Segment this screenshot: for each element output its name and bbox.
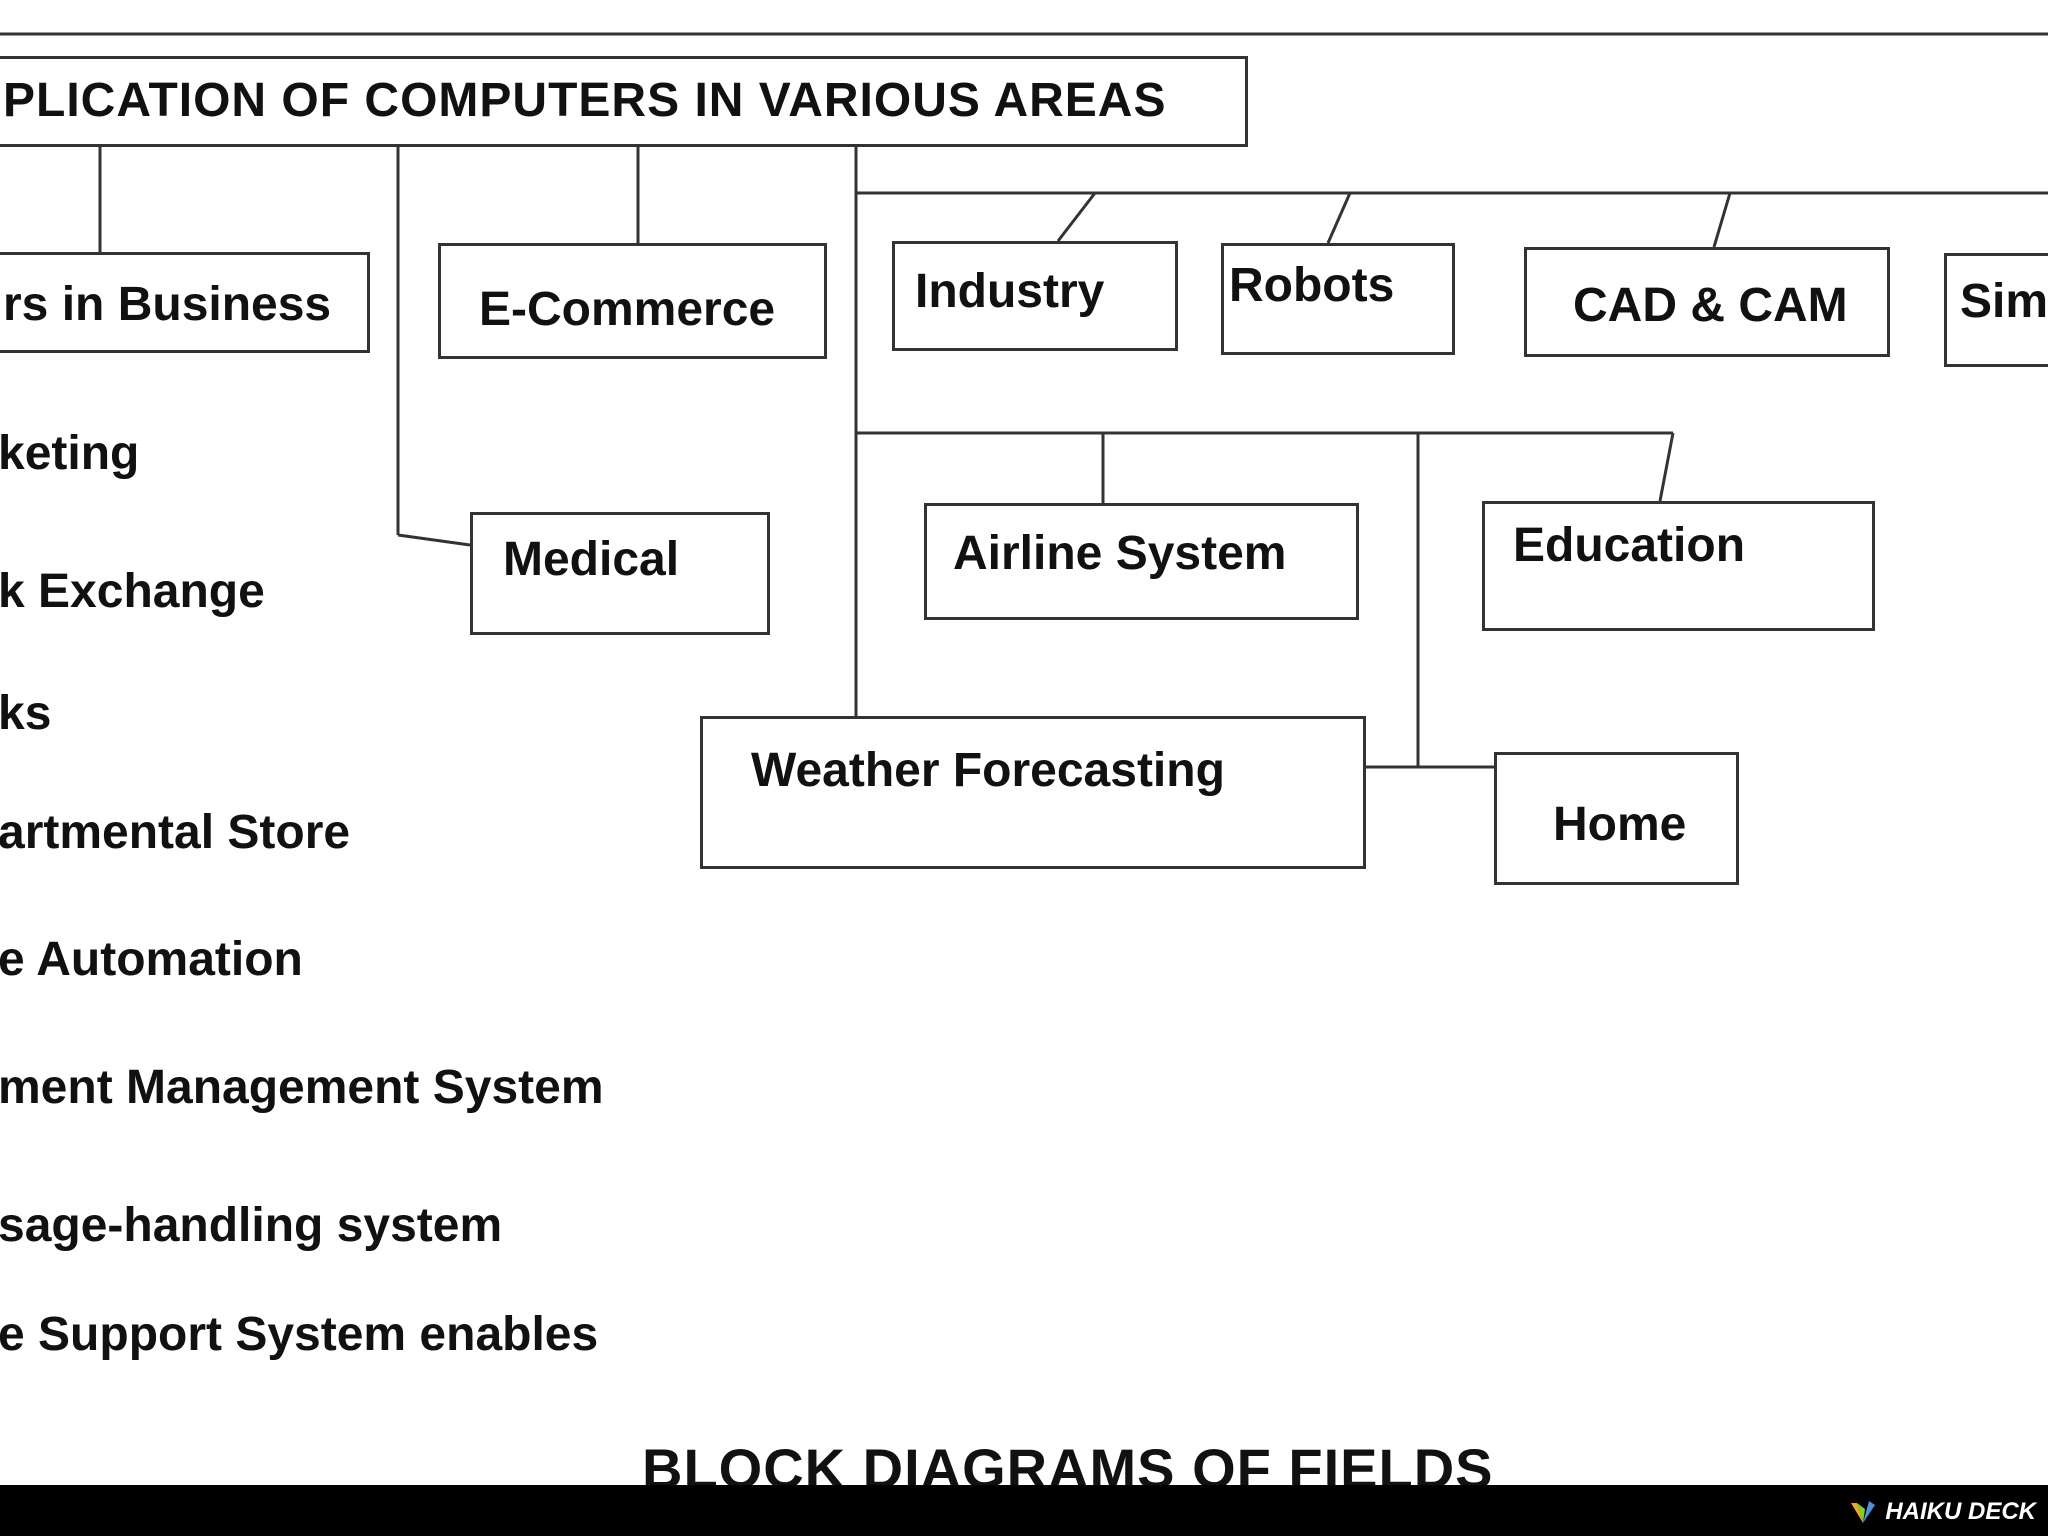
- node-home: Home: [1494, 752, 1739, 885]
- business-item: keting: [0, 427, 140, 480]
- business-item: sage-handling system: [0, 1199, 503, 1252]
- business-item: ment Management System: [0, 1061, 604, 1114]
- business-item: k Exchange: [0, 565, 265, 618]
- node-cadcam-label: CAD & CAM: [1573, 279, 1848, 332]
- connector-industry: [1056, 192, 1097, 242]
- footer-bar: [0, 1485, 2048, 1536]
- connector-medical: [397, 533, 471, 547]
- business-item: artmental Store: [0, 806, 351, 859]
- title-box: PLICATION OF COMPUTERS IN VARIOUS AREAS: [0, 56, 1248, 147]
- node-ecommerce-label: E-Commerce: [479, 283, 776, 336]
- haiku-deck-logo-icon: [1851, 1501, 1876, 1523]
- node-industry: Industry: [892, 241, 1178, 351]
- node-business: rs in Business: [0, 252, 370, 353]
- node-robots: Robots: [1221, 243, 1455, 355]
- node-ecommerce: E-Commerce: [438, 243, 827, 359]
- node-business-label: rs in Business: [3, 278, 332, 331]
- node-airline: Airline System: [924, 503, 1359, 620]
- business-item: ks: [0, 687, 52, 740]
- node-weather-label: Weather Forecasting: [751, 744, 1225, 797]
- connector-education: [1658, 432, 1675, 502]
- connector-robots: [1326, 192, 1352, 244]
- business-item: e Support System enables: [0, 1308, 599, 1361]
- business-item: e Automation: [0, 933, 303, 986]
- brand-badge[interactable]: HAIKU DECK: [1849, 1497, 2036, 1527]
- node-education: Education: [1482, 501, 1875, 631]
- node-sim: Sim: [1944, 253, 2048, 367]
- node-sim-label: Sim: [1960, 275, 2048, 328]
- node-weather: Weather Forecasting: [700, 716, 1366, 869]
- node-airline-label: Airline System: [953, 527, 1287, 580]
- diagram-title: PLICATION OF COMPUTERS IN VARIOUS AREAS: [3, 74, 1167, 127]
- node-medical-label: Medical: [503, 533, 680, 586]
- node-industry-label: Industry: [915, 265, 1105, 318]
- node-robots-label: Robots: [1229, 259, 1395, 312]
- node-cadcam: CAD & CAM: [1524, 247, 1890, 357]
- node-education-label: Education: [1513, 519, 1746, 572]
- connector-cadcam: [1712, 192, 1732, 248]
- node-medical: Medical: [470, 512, 770, 635]
- node-home-label: Home: [1553, 798, 1687, 851]
- brand-text: HAIKU DECK: [1885, 1498, 2036, 1525]
